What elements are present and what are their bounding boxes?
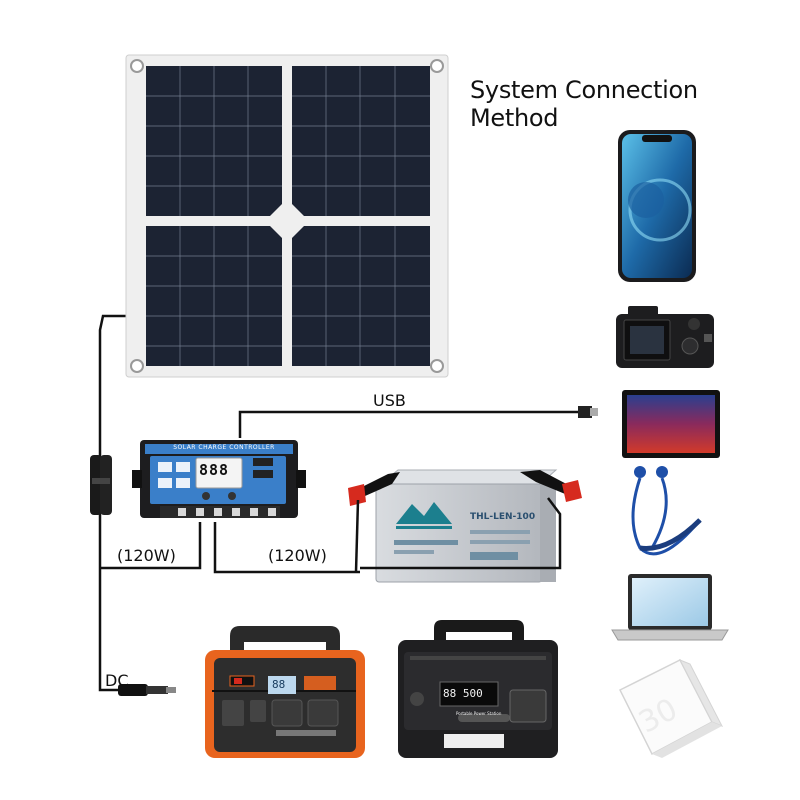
usb-label: USB (373, 391, 406, 410)
device-power-bank: 30 (618, 658, 724, 758)
cables (98, 314, 580, 692)
battery-clamp-left (348, 472, 400, 573)
battery-cable (213, 522, 360, 574)
device-laptop (611, 574, 729, 641)
mc4-connector (90, 455, 112, 515)
controller-input-cable (100, 522, 202, 570)
diagram-title: System Connection Method (470, 76, 698, 132)
station-2-badge-text: Portable Power Station (456, 711, 502, 716)
power-station-orange (205, 626, 365, 758)
station-1-screen-text: 88 (272, 678, 286, 691)
controller-brand-text: SOLAR CHARGE CONTROLLER (173, 444, 275, 451)
power-station-black (398, 620, 558, 758)
controller-power-label: (120W) (117, 546, 176, 565)
usb-cable (238, 410, 580, 438)
station-2-screen-text: 88 500 (443, 687, 483, 700)
device-earphones (631, 466, 702, 556)
battery-power-label: (120W) (268, 546, 327, 565)
battery-clamp-right (360, 470, 582, 570)
panel-cable (98, 314, 135, 692)
device-tablet (622, 390, 720, 458)
charge-controller (132, 440, 306, 518)
usb-plug (578, 406, 598, 418)
dc-label: DC (105, 671, 129, 690)
device-camera (616, 306, 714, 368)
controller-lcd-digits: 888 (199, 461, 230, 479)
dc-plug (118, 684, 176, 696)
battery (348, 469, 582, 583)
device-smartphone (618, 130, 696, 282)
battery-model-text: THL-LEN-100 (470, 512, 536, 522)
solar-panel (125, 54, 449, 378)
